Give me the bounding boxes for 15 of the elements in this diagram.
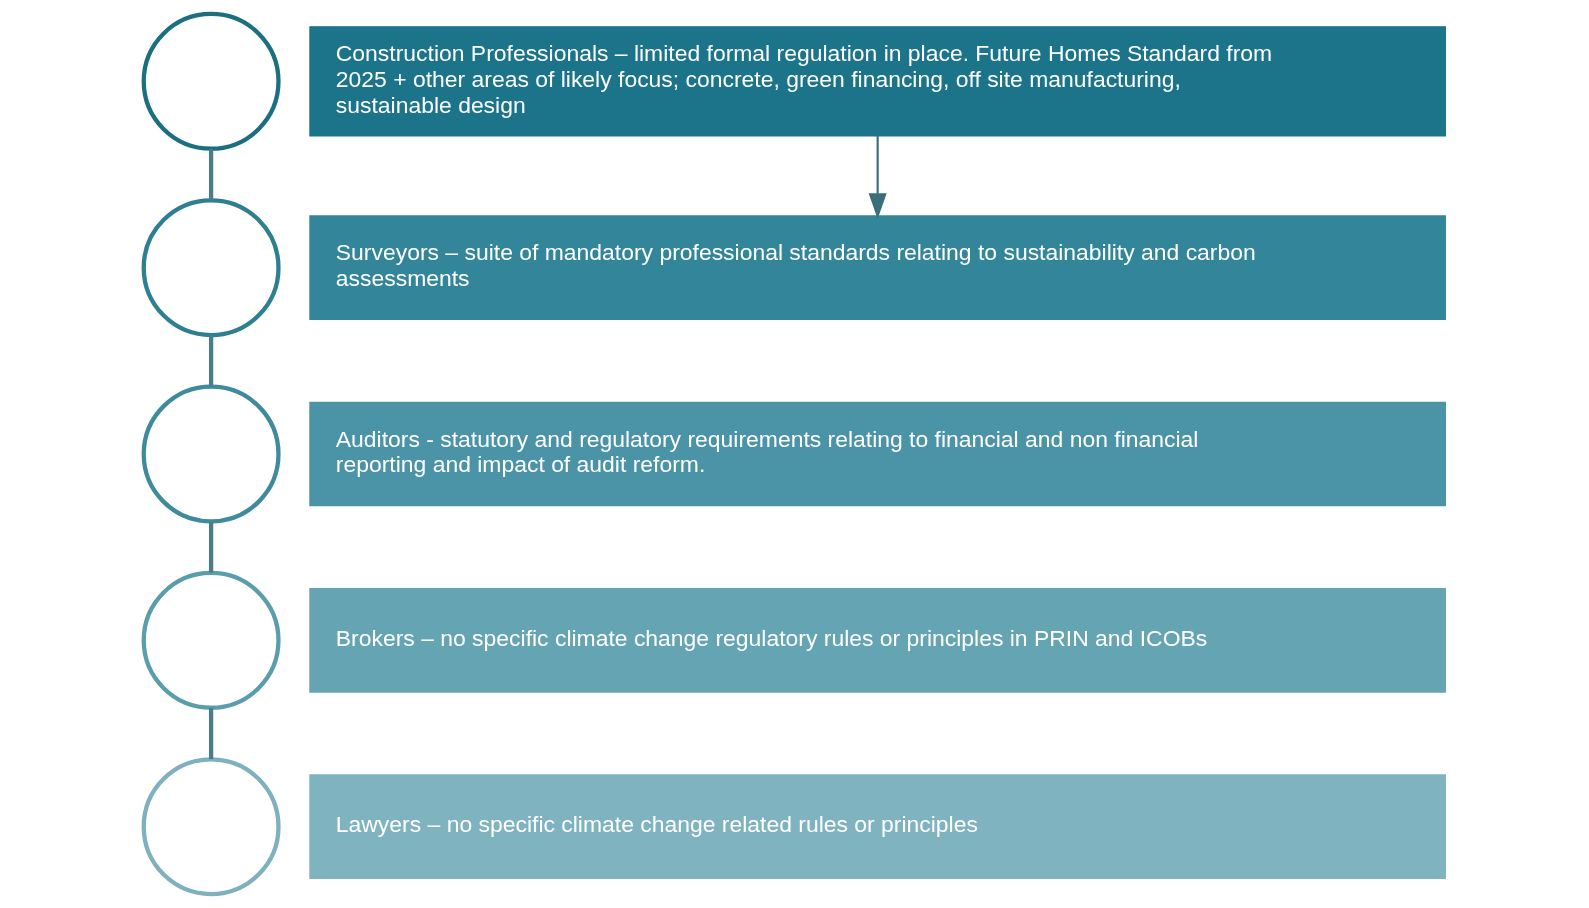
- node-circle: [141, 384, 281, 524]
- node-circle: [141, 198, 281, 338]
- node-box: Construction Professionals – limited formal regulation in place. Future Homes Standard from 2025 + other areas of likely focus; concrete, green financing, off site manufacturing, sustainable design: [309, 26, 1446, 137]
- connector: [208, 149, 214, 201]
- node-box: Lawyers – no specific climate change related rules or principles: [309, 774, 1446, 879]
- node-box: Surveyors – suite of mandatory professional standards relating to sustainability and carbon assessments: [309, 215, 1446, 320]
- connector: [208, 335, 214, 387]
- arrow: [868, 135, 887, 220]
- connector: [208, 521, 214, 573]
- node-box: Auditors - statutory and regulatory requirements relating to financial and non financial reporting and impact of audit reform.: [309, 401, 1446, 507]
- node-box: Brokers – no specific climate change regulatory rules or principles in PRIN and ICOBs: [309, 588, 1446, 693]
- connector: [208, 708, 214, 760]
- node-circle: [141, 11, 281, 151]
- node-circle: [141, 757, 281, 897]
- node-circle: [141, 570, 281, 710]
